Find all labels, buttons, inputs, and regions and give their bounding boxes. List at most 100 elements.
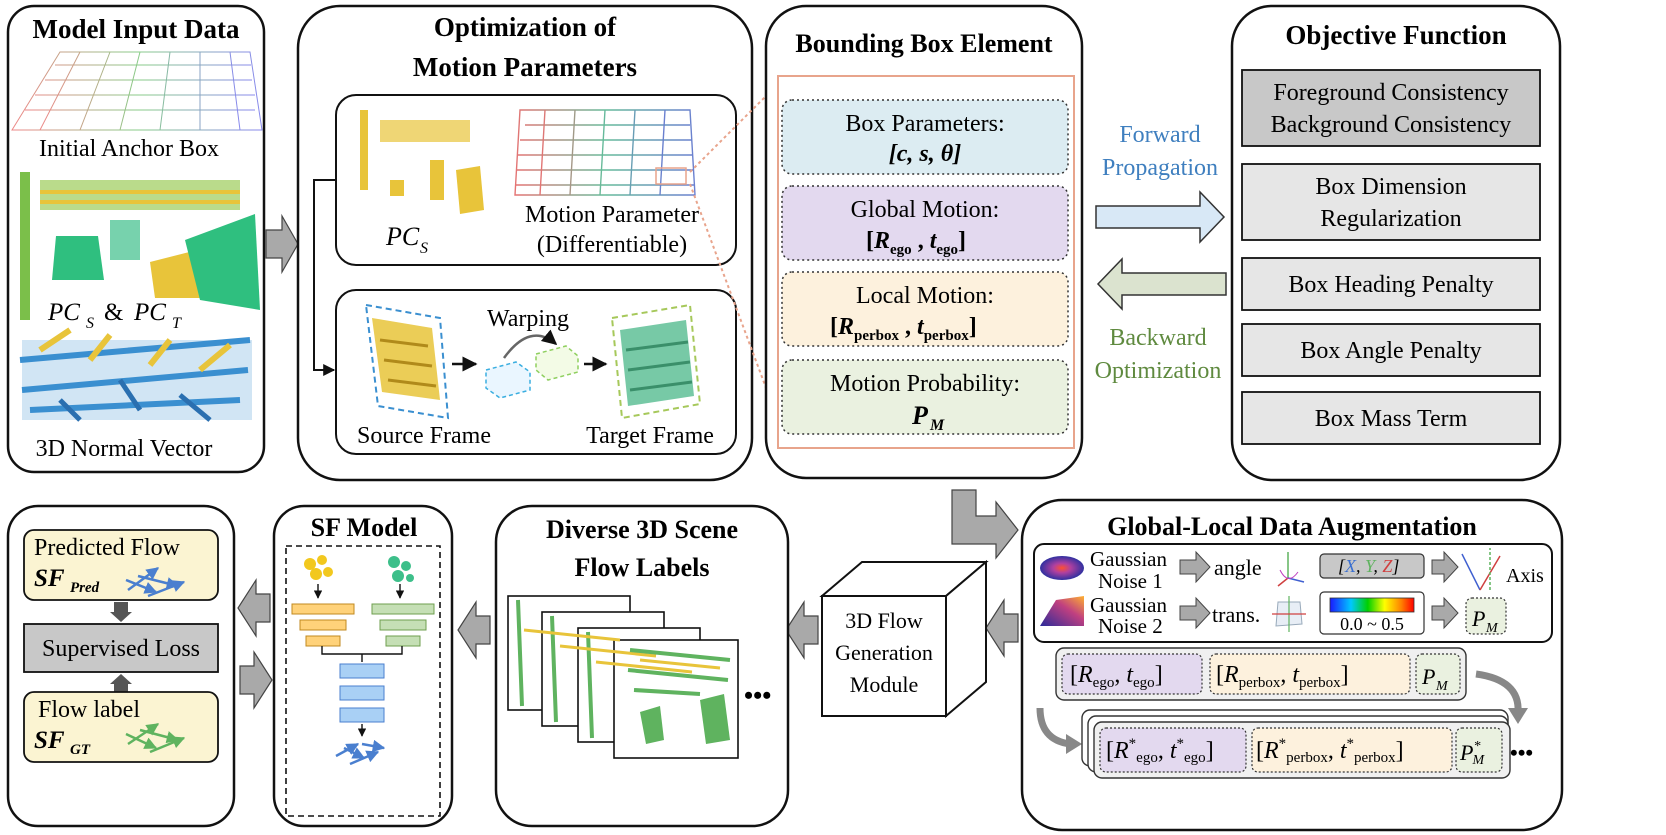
forward-arrow — [1095, 190, 1226, 244]
global-motion-label: Global Motion: — [851, 197, 1000, 223]
flow-gen-label-2: Generation — [835, 640, 933, 665]
row1-perbox-chip — [1209, 653, 1411, 695]
flow-gen-label-3: Module — [850, 672, 918, 697]
sf-model-network-frame — [285, 545, 441, 817]
arrow-bbox-to-augmentation — [951, 489, 1019, 560]
panel-bounding-box: Bounding Box Element Box Parameters: [c,… — [764, 4, 1084, 480]
backward-label-2: Optimization — [1095, 358, 1222, 384]
point-cloud-image — [20, 172, 260, 320]
row2-Rp-star: * — [1279, 736, 1287, 752]
augmentation-title: Global-Local Data Augmentation — [1107, 512, 1477, 541]
objective-item-label: Regularization — [1320, 206, 1461, 232]
row1-tp-sub: perbox — [1299, 675, 1341, 691]
box-parameters-label: Box Parameters: — [845, 111, 1004, 137]
row2-tp-sub: perbox — [1354, 750, 1396, 766]
pc-t-label: PC — [133, 299, 166, 326]
backward-label-1: Backward — [1109, 325, 1206, 351]
selected-box-marker — [655, 167, 687, 185]
row2-R: R — [1113, 738, 1129, 764]
row1-P-sub: M — [1435, 679, 1449, 694]
sf-pred-sub: Pred — [70, 580, 100, 596]
local-t: t — [917, 314, 925, 340]
row1-ego-text: [Rego, tego] — [1070, 662, 1163, 691]
row2-t-star: * — [1177, 736, 1185, 752]
source-encoder — [291, 603, 355, 647]
colorbar-range: 0.0 ~ 0.5 — [1340, 614, 1404, 634]
predicted-flow-label: Predicted Flow — [34, 535, 181, 561]
row1-P: P — [1421, 664, 1435, 689]
objective-item-label: Foreground Consistency — [1273, 80, 1508, 106]
local-motion-card — [781, 271, 1069, 347]
box-parameters-formula: [c, s, θ] — [889, 141, 961, 167]
arrow-diverse-to-sfmodel — [457, 599, 491, 661]
row1-R: R — [1077, 662, 1093, 688]
objective-title: Objective Function — [1285, 20, 1506, 50]
colorbar — [1329, 597, 1415, 613]
global-R: R — [873, 228, 890, 254]
pc-s-label: PC — [47, 299, 80, 326]
anchor-box-label: Initial Anchor Box — [39, 136, 219, 162]
target-frame-image — [610, 303, 702, 420]
box-parameters-card — [781, 99, 1069, 175]
objective-item-label: Box Heading Penalty — [1288, 272, 1493, 298]
noise1-label-1: Gaussian — [1090, 547, 1167, 571]
motion-parameter-label-2: (Differentiable) — [537, 232, 687, 258]
bbox-highlight-frame — [777, 75, 1075, 449]
row2-tp-star: * — [1347, 736, 1355, 752]
local-R-sub: perbox — [854, 328, 900, 344]
trans-label: trans. — [1212, 602, 1260, 627]
row2-P: P — [1459, 740, 1473, 765]
noise1-label-2: Noise 1 — [1098, 569, 1163, 593]
panel-model-input: Model Input Data Initial Anchor Box PC S… — [6, 4, 266, 474]
row1-Rp: R — [1223, 662, 1239, 688]
decoder — [339, 663, 385, 723]
noise2-label-1: Gaussian — [1090, 593, 1167, 617]
pc-t-subscript: T — [172, 315, 182, 332]
source-frame-label: Source Frame — [357, 423, 491, 449]
angle-axis-icon — [1277, 552, 1305, 587]
row2-P-sub: M — [1471, 753, 1485, 768]
gt-to-loss-connector — [114, 684, 128, 692]
sf-pred-main: SF — [34, 565, 65, 592]
warping-label: Warping — [487, 306, 569, 332]
objective-item-box — [1241, 257, 1541, 311]
objective-item-label: Box Angle Penalty — [1300, 338, 1481, 364]
target-encoder — [371, 603, 435, 647]
panel-objective: Objective Function Foreground Consistenc… — [1230, 4, 1562, 482]
row2-R-sub: ego — [1136, 750, 1158, 766]
bracket-connector — [313, 179, 336, 376]
global-motion-card — [781, 185, 1069, 261]
prob-P: P — [911, 401, 929, 430]
arrow-pm — [1431, 596, 1459, 630]
row2-ego-chip — [1099, 727, 1247, 773]
panel-sf-model: SF Model — [272, 504, 454, 828]
pm-sub: M — [1485, 621, 1499, 636]
arrow-augmentation-to-flowgen — [985, 597, 1019, 659]
row1-R-sub: ego — [1093, 675, 1115, 691]
row2-t-sub: ego — [1184, 750, 1206, 766]
gaussian-noise-2-icon — [1040, 596, 1084, 626]
objective-item-label: Background Consistency — [1271, 112, 1512, 138]
row1-tp: t — [1292, 662, 1300, 688]
target-frame-label: Target Frame — [586, 423, 714, 449]
warping-boxes-image — [485, 329, 579, 399]
source-points-image — [360, 110, 484, 214]
diverse-ellipsis: ••• — [744, 681, 771, 710]
row2-Rp-sub: perbox — [1286, 750, 1328, 766]
axis-Z: Z — [1382, 556, 1393, 576]
objective-item-box — [1241, 69, 1541, 147]
global-t: t — [930, 228, 938, 254]
row1-perbox-text: [Rperbox, tperbox] — [1216, 662, 1349, 691]
row1-ego-chip — [1061, 653, 1203, 695]
gt-to-loss-arrowhead — [110, 674, 132, 684]
forward-label-2: Propagation — [1102, 155, 1218, 181]
objective-item-label: Box Mass Term — [1315, 406, 1468, 432]
row2-tp: t — [1340, 738, 1348, 764]
normal-vector-label: 3D Normal Vector — [36, 436, 213, 462]
sf-gt-main: SF — [34, 727, 65, 754]
optimization-title-2: Motion Parameters — [413, 52, 637, 82]
flow-generation-module: 3D Flow Generation Module — [819, 559, 989, 719]
sf-model-title: SF Model — [311, 513, 418, 542]
flow-label-label: Flow label — [38, 697, 140, 723]
row2-pm-text: P*M — [1459, 739, 1485, 768]
